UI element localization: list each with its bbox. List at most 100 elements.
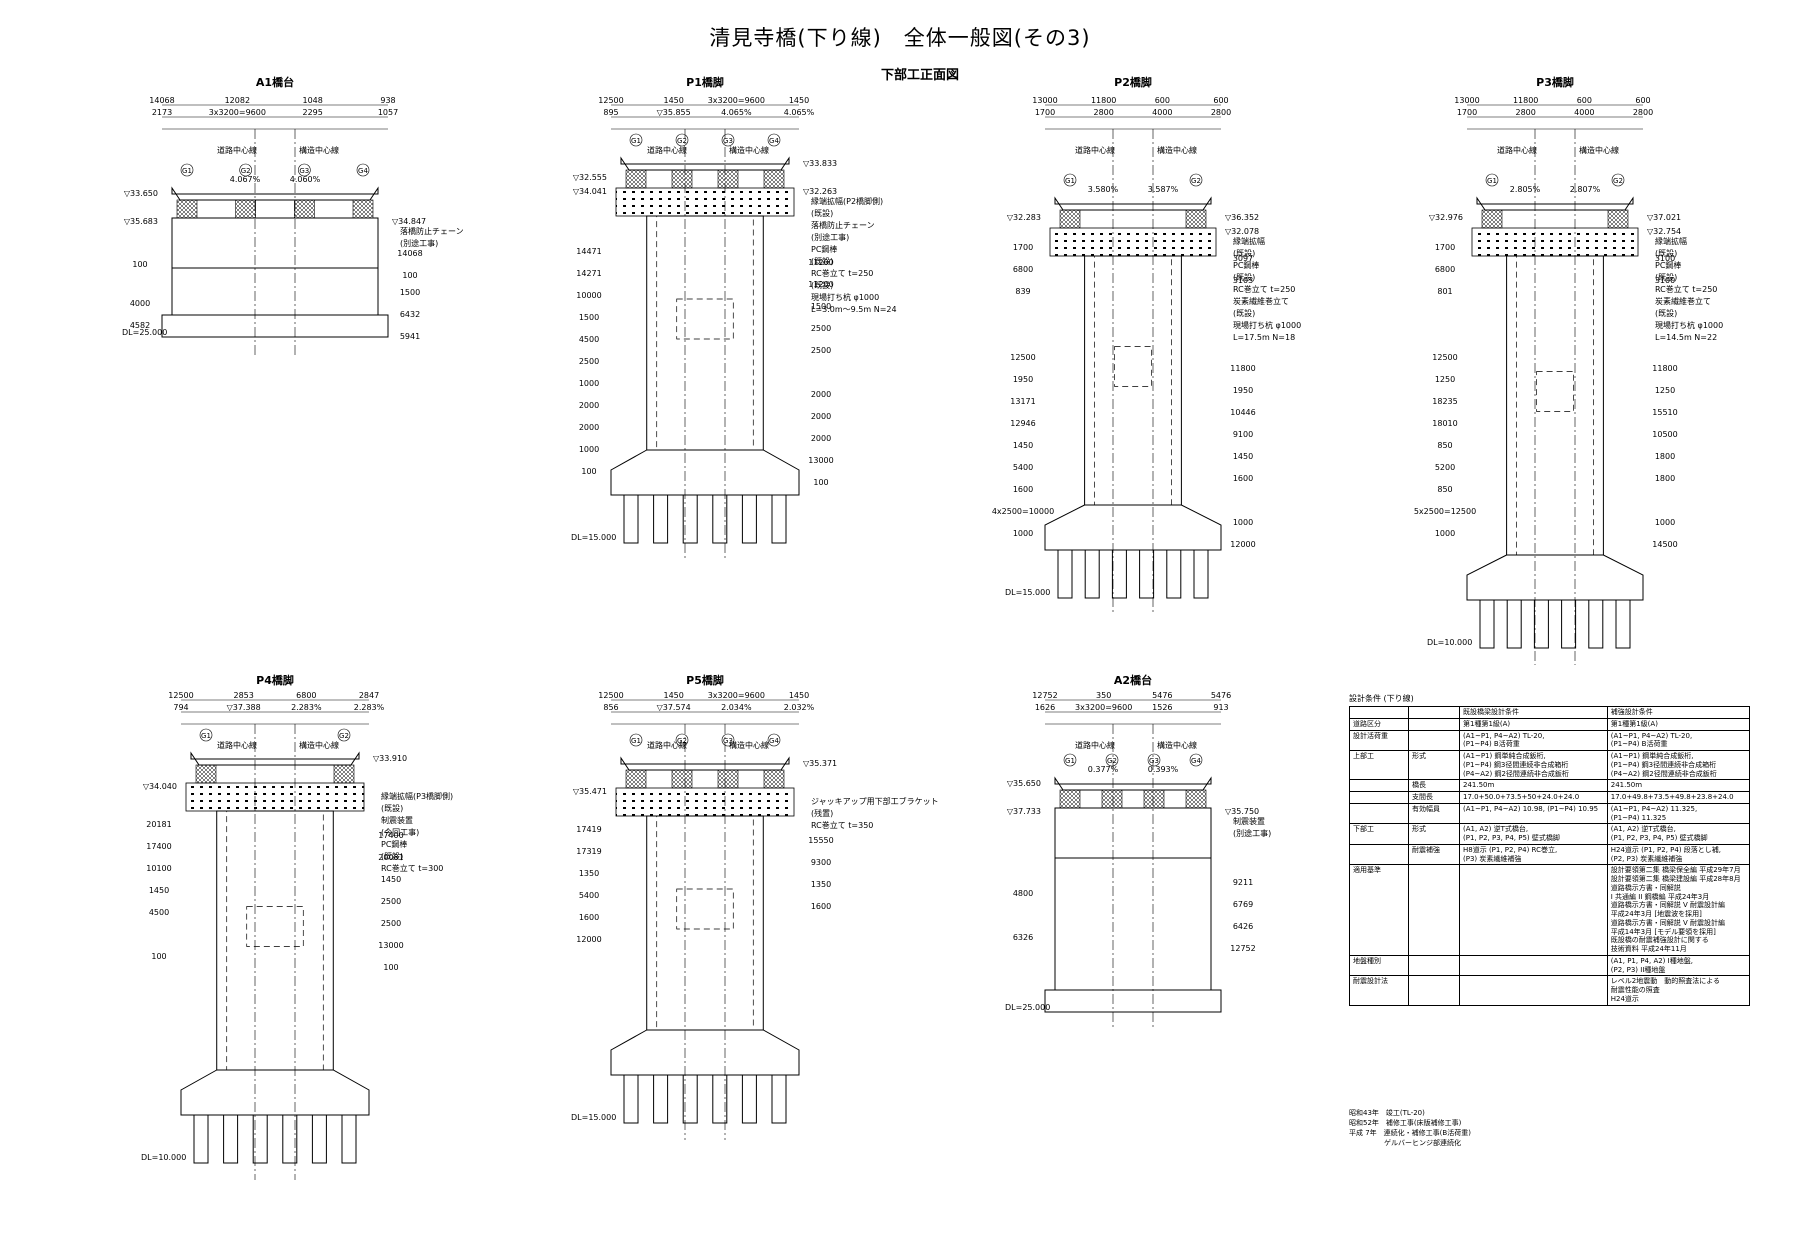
dimension-label: 3x3200=9600 — [708, 96, 765, 105]
footing — [1044, 989, 1222, 1013]
table-cell: 17.0+50.0+73.5+50+24.0+24.0 — [1459, 791, 1608, 804]
table-cell: (A1, A2) 逆T式橋台,(P1, P2, P3, P4, P5) 壁式橋脚 — [1459, 823, 1608, 845]
table-cell: (A1~P1, P4~A2) 11.325,(P1~P4) 11.325 — [1606, 802, 1751, 825]
pier-title: P3橋脚 — [1536, 75, 1574, 89]
note-label: (既設) — [1233, 308, 1255, 318]
dimension-label: 5476 — [1211, 691, 1231, 700]
dimension-label: 2000 — [579, 401, 599, 410]
table-cell: (A1~P1, P4~A2) TL-20,(P1~P4) B活荷重 — [1459, 729, 1608, 751]
note-label: 落橋防止チェーン — [400, 226, 464, 236]
history-line: 昭和43年 竣工(TL-20) — [1349, 1109, 1425, 1117]
dimension-label: 2800 — [1093, 108, 1113, 117]
footing — [1044, 504, 1222, 551]
table-header-cell: 既設橋梁設計条件 — [1459, 706, 1608, 719]
dimension-label: 1526 — [1152, 703, 1172, 712]
table-cell — [1408, 717, 1460, 731]
dimension-label: 2000 — [579, 423, 599, 432]
dimension-label: 600 — [1635, 96, 1650, 105]
dimension-label: 14068 — [397, 249, 422, 258]
dimension-label: 856 — [603, 703, 618, 712]
dimension-label: ▽32.754 — [1647, 227, 1681, 236]
note-label: PC鋼棒 — [1655, 260, 1681, 270]
pile — [1479, 599, 1495, 649]
note-label: 構造中心線 — [299, 145, 339, 155]
note-label: 構造中心線 — [729, 740, 769, 750]
girder-label: G3 — [1149, 757, 1159, 765]
rc-jacket-outline — [656, 815, 754, 1031]
footing — [180, 1069, 370, 1116]
dimension-label: 2.805% — [1510, 185, 1541, 194]
drawing-subtitle: 下部工正面図 — [880, 68, 959, 83]
construction-history: 昭和43年 竣工(TL-20)昭和52年 補修工事(床版補修工事)平成 7年 連… — [1349, 1108, 1471, 1149]
footing — [610, 1029, 800, 1076]
dimension-label: DL=15.000 — [571, 533, 616, 542]
girder-marker — [675, 133, 689, 147]
table-cell: 適用基準 — [1349, 864, 1409, 956]
pile — [341, 1114, 357, 1164]
opening-outline — [676, 298, 734, 340]
opening-outline — [1114, 346, 1152, 387]
dimension-label: 100 — [383, 963, 398, 972]
girder-bearing — [1481, 209, 1503, 229]
girder-marker — [767, 133, 781, 147]
dimension-label: 1700 — [1013, 243, 1033, 252]
dimension-label: 2847 — [359, 691, 379, 700]
pier-cap — [1049, 227, 1217, 257]
note-label: 縁端拡幅 — [1233, 236, 1265, 246]
girder-bearing — [352, 199, 374, 219]
dimension-label: DL=10.000 — [141, 1153, 186, 1162]
table-cell — [1349, 843, 1409, 866]
note-label: (別途工事) — [1233, 828, 1271, 838]
note-label: 制震装置 — [381, 815, 413, 825]
dimension-label: 1700 — [1035, 108, 1055, 117]
pile — [1166, 549, 1182, 599]
dimension-label: 1000 — [1233, 518, 1253, 527]
dimension-label: 1800 — [1655, 452, 1675, 461]
dimension-label: 1250 — [1435, 375, 1455, 384]
dimension-label: 10000 — [576, 291, 601, 300]
table-cell — [1349, 791, 1409, 804]
table-cell: 有効幅員 — [1408, 802, 1460, 825]
girder-marker — [675, 733, 689, 747]
dimension-label: 2500 — [811, 346, 831, 355]
table-header-cell — [1408, 706, 1460, 719]
drawing-title: 清見寺橋(下り線) 全体一般図(その3) — [709, 26, 1091, 50]
dimension-label: 1600 — [811, 902, 831, 911]
dimension-label: 17400 — [146, 842, 171, 851]
pile — [1588, 599, 1604, 649]
table-header-cell — [1349, 706, 1409, 719]
dimension-label: 6426 — [1233, 922, 1253, 931]
note-label: (既設) — [811, 256, 833, 266]
dimension-label: ▽34.041 — [573, 187, 607, 196]
table-cell: H8道示 (P1, P2, P4) RC巻立,(P3) 炭素繊維補強 — [1459, 843, 1608, 866]
dimension-label: 10446 — [1230, 408, 1255, 417]
dimension-label: 4500 — [149, 908, 169, 917]
table-row: 上部工形式(A1~P1) 鋼単純合成鈑桁,(P1~P4) 鋼3径間連続非合成箱桁… — [1349, 749, 1751, 781]
table-cell — [1349, 802, 1409, 825]
dimension-label: 1450 — [663, 691, 683, 700]
dimension-label: 1700 — [1457, 108, 1477, 117]
note-label: (残置) — [811, 808, 833, 818]
girder-bearing — [1185, 789, 1207, 809]
dimension-label: 2.283% — [291, 703, 322, 712]
dimension-label: 4000 — [130, 299, 150, 308]
dimension-label: 850 — [1437, 485, 1452, 494]
pile — [193, 1114, 209, 1164]
girder-bearing — [717, 769, 739, 789]
abutment-wall — [1054, 857, 1212, 991]
dimension-label: 2500 — [381, 897, 401, 906]
note-label: 炭素繊維巻立て — [1655, 296, 1711, 306]
dimension-label: 1700 — [1435, 243, 1455, 252]
history-line: 平成 7年 連続化・補修工事(B活荷重) — [1349, 1129, 1471, 1138]
dimension-label: ▽37.021 — [1647, 213, 1681, 222]
note-label: (既設) — [1233, 248, 1255, 258]
girder-label: G4 — [1191, 757, 1201, 765]
pile — [653, 494, 669, 544]
dimension-label: ▽32.976 — [1429, 213, 1463, 222]
pier-title: A2橋台 — [1114, 673, 1152, 687]
dimension-label: 14068 — [149, 96, 174, 105]
dimension-label: 6769 — [1233, 900, 1253, 909]
girder-label: G1 — [631, 737, 641, 745]
